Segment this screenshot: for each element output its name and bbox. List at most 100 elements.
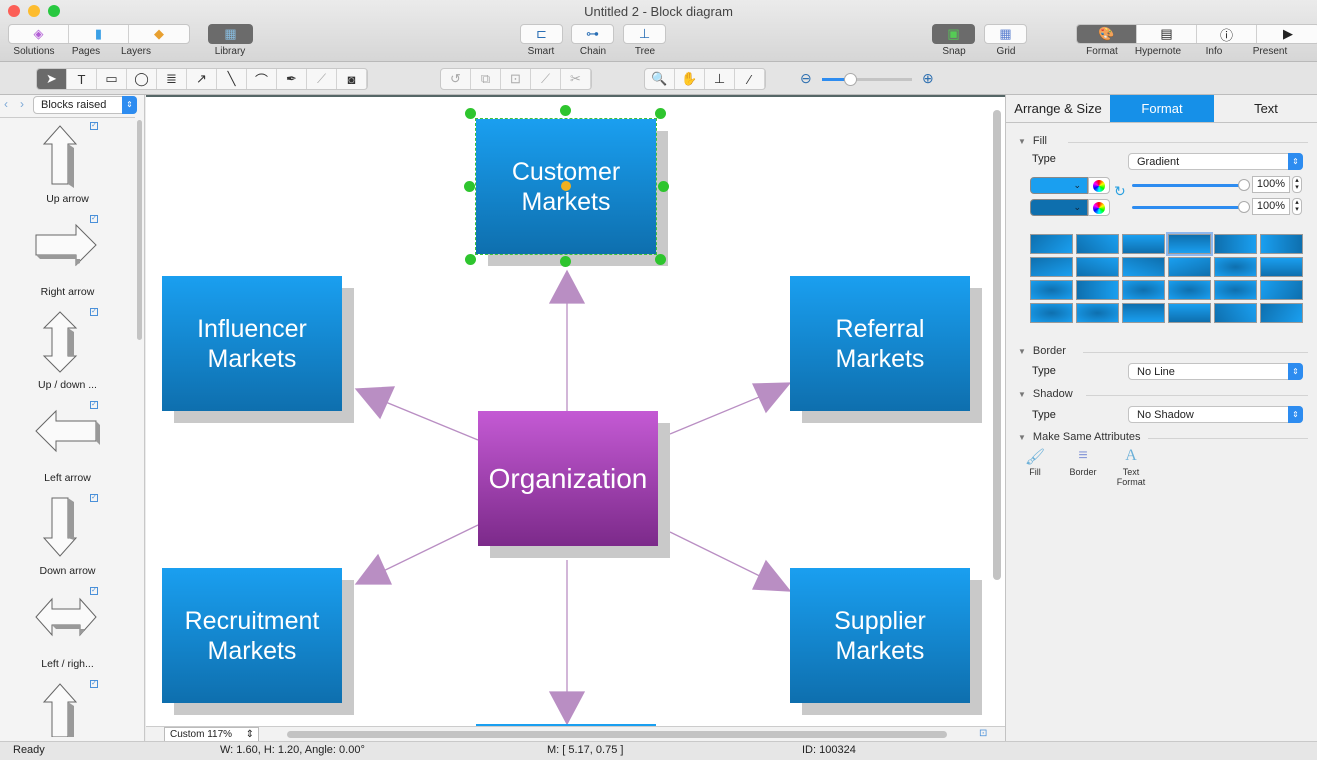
gradient-preset[interactable] (1030, 257, 1073, 277)
gradient-preset[interactable] (1260, 234, 1303, 254)
hand-icon[interactable]: ✋ (675, 69, 705, 89)
zoom-button[interactable] (48, 5, 60, 17)
tab-arrange-size[interactable]: Arrange & Size (1006, 95, 1110, 123)
zoom-slider-knob[interactable] (844, 73, 857, 86)
resize-handle[interactable] (465, 108, 476, 119)
gradient-preset[interactable] (1076, 234, 1119, 254)
border-section-header[interactable]: Border (1018, 345, 1308, 357)
note-icon[interactable]: ≣ (157, 69, 187, 89)
cut-icon[interactable]: ✂ (561, 69, 591, 89)
gradient-preset[interactable] (1168, 280, 1211, 300)
zoom-out-icon[interactable]: ⊖ (800, 70, 812, 86)
solutions-icon[interactable]: ◈ (9, 25, 69, 43)
magnifier-icon[interactable]: 🔍 (645, 69, 675, 89)
pages-icon[interactable]: ▮ (69, 25, 129, 43)
border-type-select[interactable]: No Line⇕ (1128, 363, 1303, 380)
tab-text[interactable]: Text (1214, 95, 1317, 123)
format-icon[interactable]: 🎨 (1077, 25, 1137, 43)
chain-icon[interactable]: ⊶ (586, 26, 599, 41)
resize-handle[interactable] (560, 105, 571, 116)
vertical-scrollbar[interactable] (993, 110, 1001, 580)
opacity1-stepper[interactable]: ▴▾ (1292, 176, 1302, 193)
fill-type-select[interactable]: Gradient⇕ (1128, 153, 1303, 170)
gradient-preset[interactable] (1260, 257, 1303, 277)
present-icon[interactable]: ▶ (1283, 26, 1293, 41)
layers-icon[interactable]: ◆ (154, 26, 164, 41)
gradient-preset[interactable] (1030, 234, 1073, 254)
group-icon[interactable]: ⧉ (471, 69, 501, 89)
tree-button[interactable]: ⊥ (623, 24, 666, 44)
horizontal-scrollbar[interactable] (287, 731, 947, 738)
forward-icon[interactable]: › (20, 97, 24, 111)
library-item-left-right-arrow[interactable]: ✓Left / righ... (0, 585, 135, 678)
ungroup-icon[interactable]: ⊡ (501, 69, 531, 89)
fill-color2-picker[interactable]: ⌄ (1030, 199, 1088, 216)
gradient-preset[interactable] (1076, 257, 1119, 277)
color-wheel-icon[interactable] (1088, 177, 1110, 194)
library-select[interactable]: Blocks raised⇕ (33, 96, 137, 114)
stamp-icon[interactable]: ⊥ (705, 69, 735, 89)
grid-icon[interactable]: ▦ (999, 26, 1012, 41)
color-wheel-icon[interactable] (1088, 199, 1110, 216)
library-item-right-arrow[interactable]: ✓Right arrow (0, 213, 135, 306)
gradient-preset[interactable] (1214, 257, 1257, 277)
resize-handle[interactable] (655, 254, 666, 265)
snap-icon[interactable]: ▣ (932, 24, 975, 44)
hypernote-icon[interactable]: ▤ (1137, 25, 1197, 43)
make-same-border-button[interactable]: ≡Border (1063, 447, 1103, 477)
arc-icon[interactable]: ⌒ (247, 69, 277, 89)
opacity2-slider[interactable] (1132, 201, 1250, 213)
gradient-preset[interactable] (1030, 280, 1073, 300)
swap-colors-icon[interactable]: ↻ (1114, 183, 1126, 199)
opacity1-field[interactable]: 100% (1252, 176, 1290, 193)
arrow-icon[interactable]: ↗ (187, 69, 217, 89)
gradient-preset[interactable] (1122, 257, 1165, 277)
library-item-arrow[interactable]: ✓ (0, 678, 135, 738)
smart-icon[interactable]: ⊏ (536, 26, 547, 41)
back-icon[interactable]: ‹ (4, 97, 8, 111)
pen-icon[interactable]: ✒ (277, 69, 307, 89)
smart-button[interactable]: ⊏ (520, 24, 563, 44)
ellipse-icon[interactable]: ◯ (127, 69, 157, 89)
block-bottom-partial[interactable] (476, 724, 656, 726)
opacity2-field[interactable]: 100% (1252, 198, 1290, 215)
tree-icon[interactable]: ⊥ (638, 26, 651, 41)
opacity1-slider[interactable] (1132, 179, 1250, 191)
resize-handle[interactable] (560, 256, 571, 267)
gradient-preset[interactable] (1214, 280, 1257, 300)
line-icon[interactable]: ╲ (217, 69, 247, 89)
fill-section-header[interactable]: Fill (1018, 135, 1308, 147)
snap-button[interactable]: ▣ (932, 24, 975, 44)
tab-format[interactable]: Format (1110, 95, 1214, 123)
library-item-left-arrow[interactable]: ✓Left arrow (0, 399, 135, 492)
gradient-preset[interactable] (1076, 280, 1119, 300)
gradient-preset[interactable] (1030, 303, 1073, 323)
resize-handle[interactable] (655, 108, 666, 119)
library-item-up-down-arrow[interactable]: ✓Up / down ... (38, 308, 98, 391)
zoom-select[interactable]: Custom 117%⇕ (164, 727, 259, 742)
zoom-slider[interactable] (822, 73, 912, 86)
shadow-type-select[interactable]: No Shadow⇕ (1128, 406, 1303, 423)
opacity2-stepper[interactable]: ▴▾ (1292, 198, 1302, 215)
pointer-icon[interactable]: ➤ (37, 69, 67, 89)
gradient-preset[interactable] (1122, 303, 1165, 323)
add-point-icon[interactable]: ⟋ (531, 69, 561, 89)
info-icon[interactable]: ⓘ (1197, 25, 1257, 43)
gradient-preset[interactable] (1122, 280, 1165, 300)
block-organization[interactable]: Organization (478, 411, 658, 546)
grid-button[interactable]: ▦ (984, 24, 1027, 44)
rotate-icon[interactable]: ↺ (441, 69, 471, 89)
gradient-preset[interactable] (1122, 234, 1165, 254)
gradient-preset[interactable] (1168, 303, 1211, 323)
fit-page-icon[interactable]: ⊡ (979, 728, 988, 739)
make-same-section-header[interactable]: Make Same Attributes (1018, 431, 1308, 443)
text-box-icon[interactable]: T (67, 69, 97, 89)
fill-color1-picker[interactable]: ⌄ (1030, 177, 1088, 194)
